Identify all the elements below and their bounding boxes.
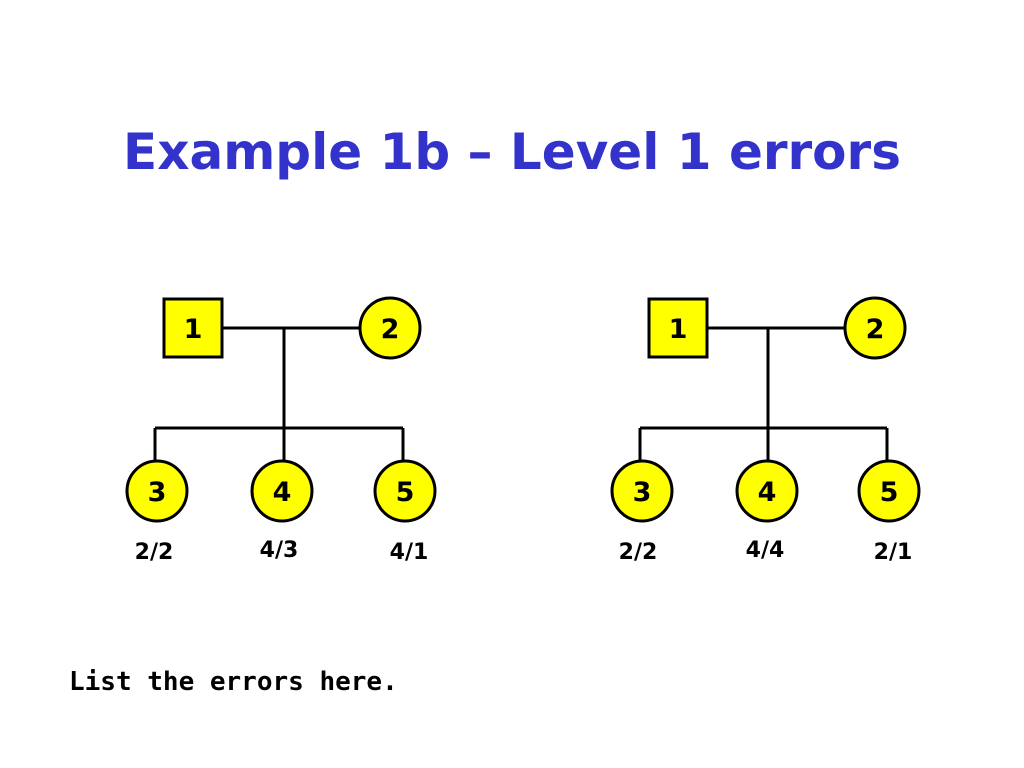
genotype-label: 2/1 (874, 540, 913, 565)
child-circle (125, 459, 189, 523)
genotype-label: 4/1 (390, 540, 429, 565)
father-square (162, 297, 224, 359)
mother-id: 2 (381, 314, 400, 345)
pedigree-2: 1 2 3 2/2 4 4/4 5 2/1 (610, 296, 921, 565)
father-id: 1 (184, 314, 203, 345)
child-id: 4 (273, 477, 292, 508)
instruction-text: List the errors here. (69, 667, 398, 697)
child-id: 5 (880, 477, 899, 508)
child-id: 3 (633, 477, 652, 508)
slide-title: Example 1b – Level 1 errors (123, 123, 901, 181)
child-circle (857, 459, 921, 523)
child-circle (610, 459, 674, 523)
genotype-label: 4/4 (746, 538, 785, 563)
mother-circle (358, 296, 422, 360)
pedigree-1: 1 2 3 2/2 4 4/3 5 4/1 (125, 296, 437, 565)
father-square (647, 297, 709, 359)
genotype-label: 2/2 (135, 540, 174, 565)
genotype-label: 2/2 (619, 540, 658, 565)
child-circle (250, 459, 314, 523)
child-id: 5 (396, 477, 415, 508)
child-id: 4 (758, 477, 777, 508)
mother-id: 2 (866, 314, 885, 345)
child-circle (735, 459, 799, 523)
mother-circle (843, 296, 907, 360)
child-circle (373, 459, 437, 523)
father-id: 1 (669, 314, 688, 345)
genotype-label: 4/3 (260, 538, 299, 563)
child-id: 3 (148, 477, 167, 508)
